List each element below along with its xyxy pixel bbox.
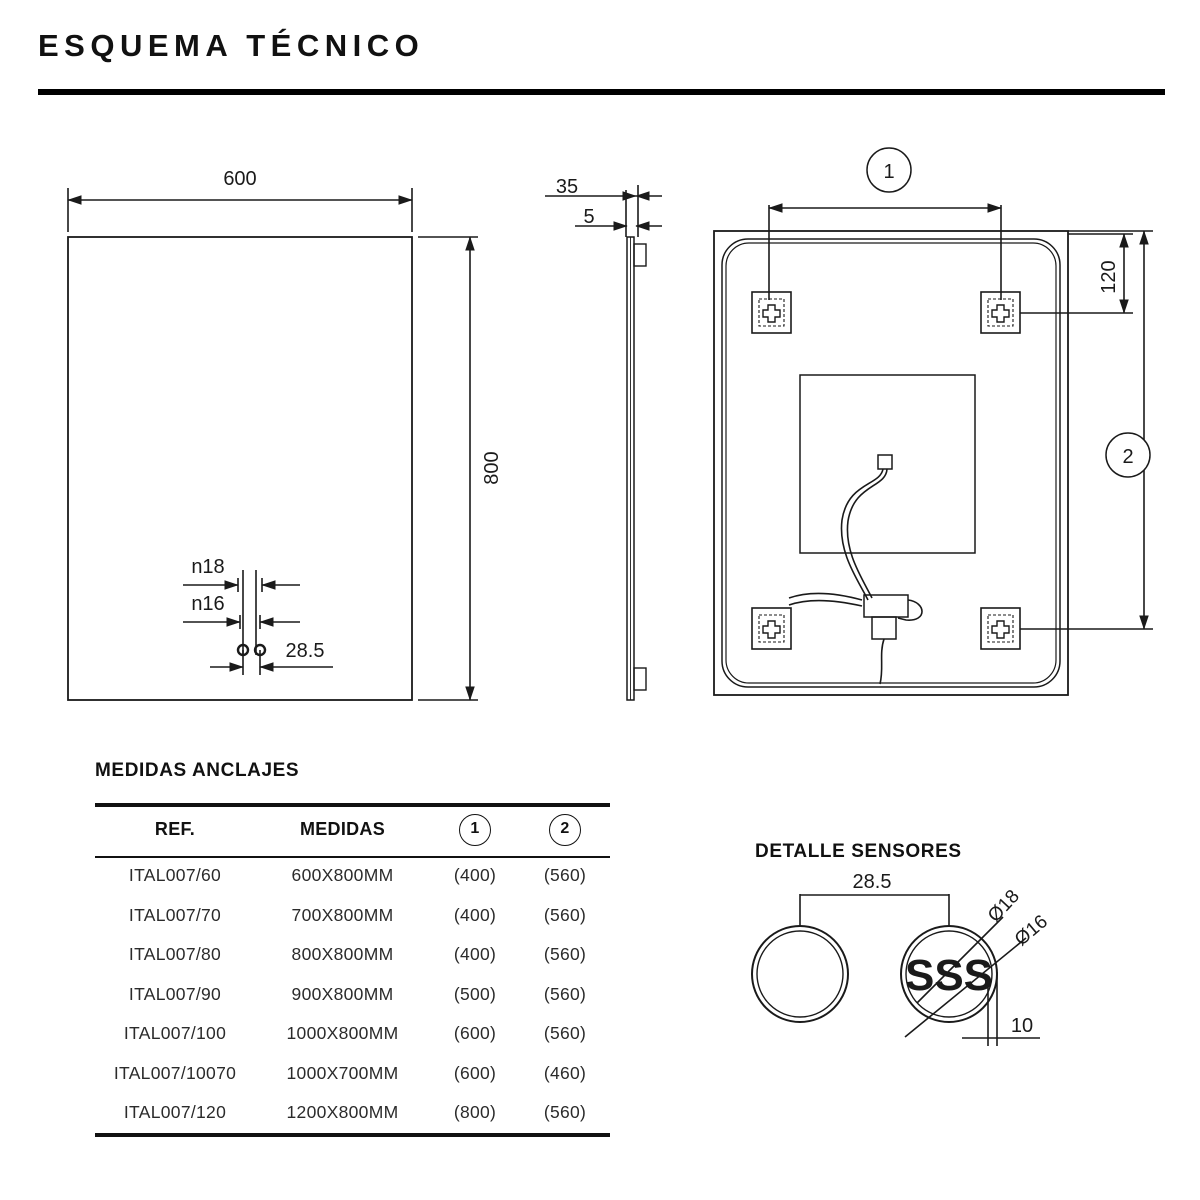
sensor-inner-dia-label: n16 <box>191 593 224 615</box>
cell-ref: ITAL007/90 <box>128 983 222 1004</box>
column-header-callout-2: 2 <box>520 803 610 856</box>
rear-callout-2-label: 2 <box>1122 446 1133 468</box>
column-header-medidas: MEDIDAS <box>299 819 386 839</box>
cell-medidas: 900X800MM <box>291 983 394 1004</box>
cell-n1: (400) <box>453 904 497 925</box>
detail-depth-label: 10 <box>1011 1015 1033 1037</box>
cell-n1: (600) <box>453 1062 497 1083</box>
cell-medidas: 700X800MM <box>291 904 394 925</box>
front-elevation-group <box>67 188 478 701</box>
table-row: ITAL007/60 600X800MM (400) (560) <box>95 856 610 896</box>
cell-n1: (500) <box>453 983 497 1004</box>
cell-ref: ITAL007/10070 <box>113 1062 237 1083</box>
side-total-depth-label: 35 <box>556 176 578 198</box>
sensor-detail-heading: DETALLE SENSORES <box>755 841 962 862</box>
table-row: ITAL007/80 800X800MM (400) (560) <box>95 935 610 975</box>
table-row: ITAL007/10070 1000X700MM (600) (460) <box>95 1054 610 1094</box>
cell-ref: ITAL007/60 <box>128 865 222 886</box>
cell-ref: ITAL007/80 <box>128 944 222 965</box>
side-glass-depth-label: 5 <box>583 206 594 228</box>
badge-2: 2 <box>549 813 581 846</box>
cell-n2: (560) <box>543 983 587 1004</box>
cell-medidas: 600X800MM <box>291 865 394 886</box>
column-header-callout-1: 1 <box>430 803 520 856</box>
table-rule-top <box>95 803 610 807</box>
anchors-table: REF. MEDIDAS 1 2 ITAL007/60 600X800MM (4… <box>95 803 610 1133</box>
cell-n2: (560) <box>543 865 587 886</box>
sensor-spacing-label: 28.5 <box>286 640 325 662</box>
mounting-brackets <box>751 291 1021 650</box>
page-title: ESQUEMA TÉCNICO <box>38 28 425 63</box>
sensor-detail-group <box>751 894 1040 1046</box>
cell-ref: ITAL007/120 <box>123 1102 227 1123</box>
table-row: ITAL007/90 900X800MM (500) (560) <box>95 975 610 1015</box>
table-row: ITAL007/70 700X800MM (400) (560) <box>95 896 610 936</box>
detail-inner-dia-label: Ø16 <box>1011 911 1052 950</box>
column-header-ref: REF. <box>154 819 196 839</box>
front-sensor-callouts <box>183 570 333 675</box>
cell-ref: ITAL007/100 <box>123 1023 227 1044</box>
cell-n2: (560) <box>543 904 587 925</box>
table-header-row: REF. MEDIDAS 1 2 <box>95 803 610 856</box>
cell-n1: (400) <box>453 944 497 965</box>
cell-medidas: 1200X800MM <box>286 1102 399 1123</box>
cell-n2: (560) <box>543 1023 587 1044</box>
cell-medidas: 1000X800MM <box>286 1023 399 1044</box>
front-height-label: 800 <box>481 451 503 484</box>
badge-1: 1 <box>459 813 491 846</box>
cell-medidas: 1000X700MM <box>286 1062 399 1083</box>
table-row: ITAL007/100 1000X800MM (600) (560) <box>95 1014 610 1054</box>
front-width-label: 600 <box>223 168 256 190</box>
rear-callout-1-label: 1 <box>883 161 894 183</box>
table-rule-header <box>95 856 610 858</box>
cell-n1: (800) <box>453 1102 497 1123</box>
detail-sensor-mark: SSS <box>905 951 993 1000</box>
cell-n1: (400) <box>453 865 497 886</box>
cell-n2: (560) <box>543 1102 587 1123</box>
table-row: ITAL007/120 1200X800MM (800) (560) <box>95 1093 610 1133</box>
cell-n2: (460) <box>543 1062 587 1083</box>
rear-elevation-group <box>713 147 1153 696</box>
cell-n2: (560) <box>543 944 587 965</box>
anchors-table-heading: MEDIDAS ANCLAJES <box>95 760 300 781</box>
sensor-outer-dia-label: n18 <box>191 556 224 578</box>
rear-top-offset-label: 120 <box>1098 260 1120 293</box>
header-divider <box>38 89 1165 95</box>
cell-n1: (600) <box>453 1023 497 1044</box>
detail-outer-dia-label: Ø18 <box>984 886 1024 927</box>
cell-medidas: 800X800MM <box>291 944 394 965</box>
table-rule-bottom <box>95 1133 610 1137</box>
cell-ref: ITAL007/70 <box>128 904 222 925</box>
detail-spacing-label: 28.5 <box>853 871 892 893</box>
side-profile-group <box>545 185 662 701</box>
